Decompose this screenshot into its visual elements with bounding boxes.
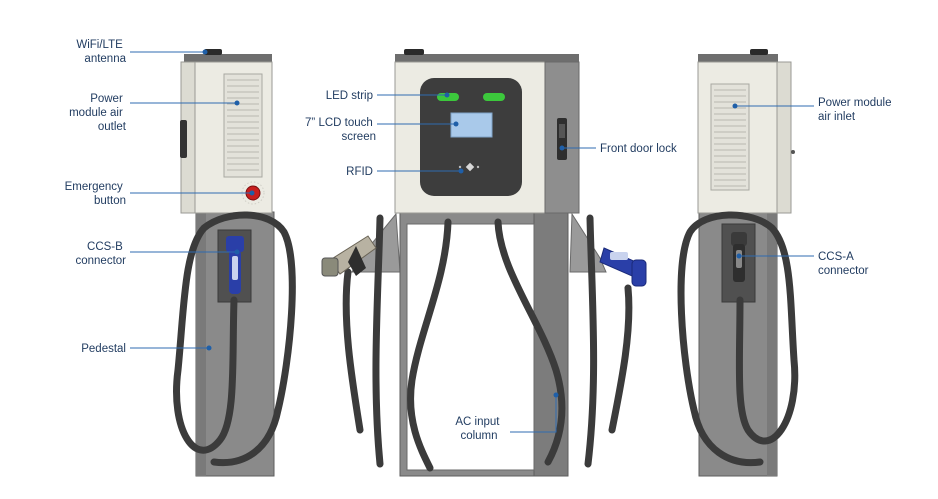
left-charger-unit xyxy=(173,49,296,477)
label-emergency-button: Emergency button xyxy=(65,181,126,207)
ac-input-column xyxy=(533,211,569,477)
label-ac-input-column: AC input column xyxy=(455,416,502,442)
right-antenna xyxy=(750,49,768,55)
label-air-inlet: Power module air inlet xyxy=(818,97,895,123)
label-air-outlet: Power module air outlet xyxy=(69,93,127,133)
callout-leaders xyxy=(130,49,814,433)
rfid-reader xyxy=(458,162,480,172)
label-rfid: RFID xyxy=(346,166,373,178)
right-charging-gun xyxy=(599,247,647,287)
center-antenna xyxy=(404,49,424,55)
led-strip-right xyxy=(483,93,505,101)
label-ccs-b: CCS-B connector xyxy=(75,241,126,267)
right-cabinet-top xyxy=(698,54,778,63)
label-pedestal: Pedestal xyxy=(81,343,126,355)
label-wifi-antenna: WiFi/LTE antenna xyxy=(76,39,126,65)
cabinet-side-panel xyxy=(544,61,580,214)
center-charger-unit xyxy=(321,49,647,477)
side-handle xyxy=(180,120,187,158)
air-outlet-vent xyxy=(223,73,263,178)
label-lcd-screen: 7” LCD touch screen xyxy=(305,117,376,143)
ccs-b-connector xyxy=(226,236,244,294)
label-front-door-lock: Front door lock xyxy=(600,143,677,155)
center-cabinet-top xyxy=(395,54,579,63)
left-charging-gun xyxy=(321,235,377,277)
label-ccs-a: CCS-A connector xyxy=(818,251,869,277)
left-cabinet-top xyxy=(184,54,272,63)
right-charger-unit xyxy=(677,49,799,477)
wifi-antenna xyxy=(204,49,222,55)
label-led-strip: LED strip xyxy=(326,90,373,102)
